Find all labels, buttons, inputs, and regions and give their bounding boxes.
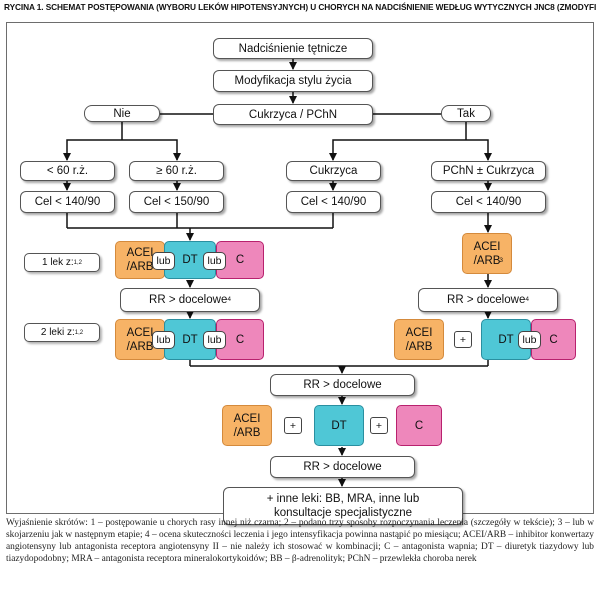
or-label-2a: lub <box>156 334 171 346</box>
goal-ckd-node: Cel < 140/90 <box>431 191 546 213</box>
two-drugs-label: 2 leki z: <box>40 326 75 338</box>
yes-label: Tak <box>457 107 475 120</box>
final-node: + inne leki: BB, MRA, inne lub konsultac… <box>223 487 463 525</box>
goal-ckd-label: Cel < 140/90 <box>455 196 522 208</box>
goal-diabetes-label: Cel < 140/90 <box>300 196 367 208</box>
age-ge60-label: ≥ 60 r.ż. <box>156 165 197 177</box>
or-badge-3: lub <box>518 331 541 349</box>
age-ge60-node: ≥ 60 r.ż. <box>129 161 224 181</box>
goal-ge60-node: Cel < 150/90 <box>129 191 224 213</box>
question-node: Cukrzyca / PChN <box>213 104 373 125</box>
acei-arb-box-4: ACEI /ARB <box>222 405 272 446</box>
start-label: Nadciśnienie tętnicze <box>238 42 348 55</box>
dt-label-2: DT <box>182 333 198 346</box>
acei-arb-label-1: ACEI /ARB <box>126 247 154 273</box>
or-badge-2b: lub <box>203 331 226 349</box>
arrow-yes-ckd <box>466 139 492 161</box>
two-drugs-label-node: 2 leki z:1,2 <box>24 323 100 342</box>
lifestyle-node: Modyfikacja stylu życia <box>213 70 373 92</box>
rr-target-node-2: RR > docelowe <box>270 456 415 478</box>
one-drug-sup: 1,2 <box>73 259 83 266</box>
rr-target-label-2: RR > docelowe <box>303 461 382 473</box>
or-badge-1a: lub <box>152 252 175 270</box>
age-lt60-label: < 60 r.ż. <box>46 165 89 177</box>
age-lt60-node: < 60 r.ż. <box>20 161 115 181</box>
goal-lt60-label: Cel < 140/90 <box>34 196 101 208</box>
rr-target-node-1: RR > docelowe <box>270 374 415 396</box>
acei-arb-label-4: ACEI /ARB <box>233 412 261 439</box>
acei-arb-label-ckd: ACEI /ARB <box>473 240 501 267</box>
no-node: Nie <box>84 105 160 122</box>
plus-badge-1: + <box>454 331 472 348</box>
or-label-3: lub <box>522 334 537 346</box>
dt-label-1: DT <box>182 254 198 266</box>
goal-ge60-label: Cel < 150/90 <box>143 196 210 208</box>
arrow-no-lt60 <box>63 139 122 161</box>
acei-arb-box-3: ACEI /ARB <box>394 319 444 360</box>
rr-target-label-1: RR > docelowe <box>303 379 382 391</box>
arrow-yes-diabetes <box>329 139 466 161</box>
goal-diabetes-node: Cel < 140/90 <box>286 191 381 213</box>
dt-label-3: DT <box>498 333 514 346</box>
goal-lt60-node: Cel < 140/90 <box>20 191 115 213</box>
acei-arb-box-1: ACEI /ARB <box>115 241 165 279</box>
diabetes-label: Cukrzyca <box>309 165 358 177</box>
plus-label-2: + <box>289 419 297 432</box>
plus-label-1: + <box>459 333 467 346</box>
one-drug-label-node: 1 lek z:1,2 <box>24 253 100 272</box>
rr-target-left-label: RR > docelowe <box>149 294 228 306</box>
or-label-1b: lub <box>207 255 222 267</box>
figure-title: RYCINA 1. SCHEMAT POSTĘPOWANIA (WYBORU L… <box>4 2 596 12</box>
c-label-4: C <box>414 419 424 432</box>
no-label: Nie <box>113 107 131 120</box>
dt-box-4: DT <box>314 405 364 446</box>
or-badge-2a: lub <box>152 331 175 349</box>
acei-arb-label-3: ACEI /ARB <box>405 326 433 353</box>
c-label-3: C <box>549 333 558 346</box>
acei-arb-label-2: ACEI /ARB <box>126 326 154 353</box>
plus-badge-2: + <box>284 417 302 434</box>
plus-label-3: + <box>375 419 383 432</box>
diabetes-node: Cukrzyca <box>286 161 381 181</box>
ckd-diabetes-node: PChN ± Cukrzyca <box>431 161 546 181</box>
c-box-4: C <box>396 405 442 446</box>
arrow-no-ge60 <box>122 139 181 161</box>
or-label-1a: lub <box>156 255 171 267</box>
c-box-3: C <box>531 319 576 360</box>
dt-label-4: DT <box>331 419 347 432</box>
start-node: Nadciśnienie tętnicze <box>213 38 373 59</box>
c-label-2: C <box>235 333 245 346</box>
one-drug-label: 1 lek z: <box>41 256 74 268</box>
lifestyle-label: Modyfikacja stylu życia <box>234 75 352 87</box>
plus-badge-3: + <box>370 417 388 434</box>
ckd-diabetes-label: PChN ± Cukrzyca <box>442 165 535 177</box>
yes-node: Tak <box>441 105 491 122</box>
or-label-2b: lub <box>207 334 222 346</box>
question-label: Cukrzyca / PChN <box>248 108 338 121</box>
rr-target-right-label: RR > docelowe <box>447 294 526 306</box>
c-label-1: C <box>235 254 245 266</box>
footnote-text: Wyjaśnienie skrótów: 1 – postępowanie u … <box>6 518 594 564</box>
or-badge-1b: lub <box>203 252 226 270</box>
final-label: + inne leki: BB, MRA, inne lub konsultac… <box>266 493 420 519</box>
two-drugs-sup: 1,2 <box>74 329 84 336</box>
